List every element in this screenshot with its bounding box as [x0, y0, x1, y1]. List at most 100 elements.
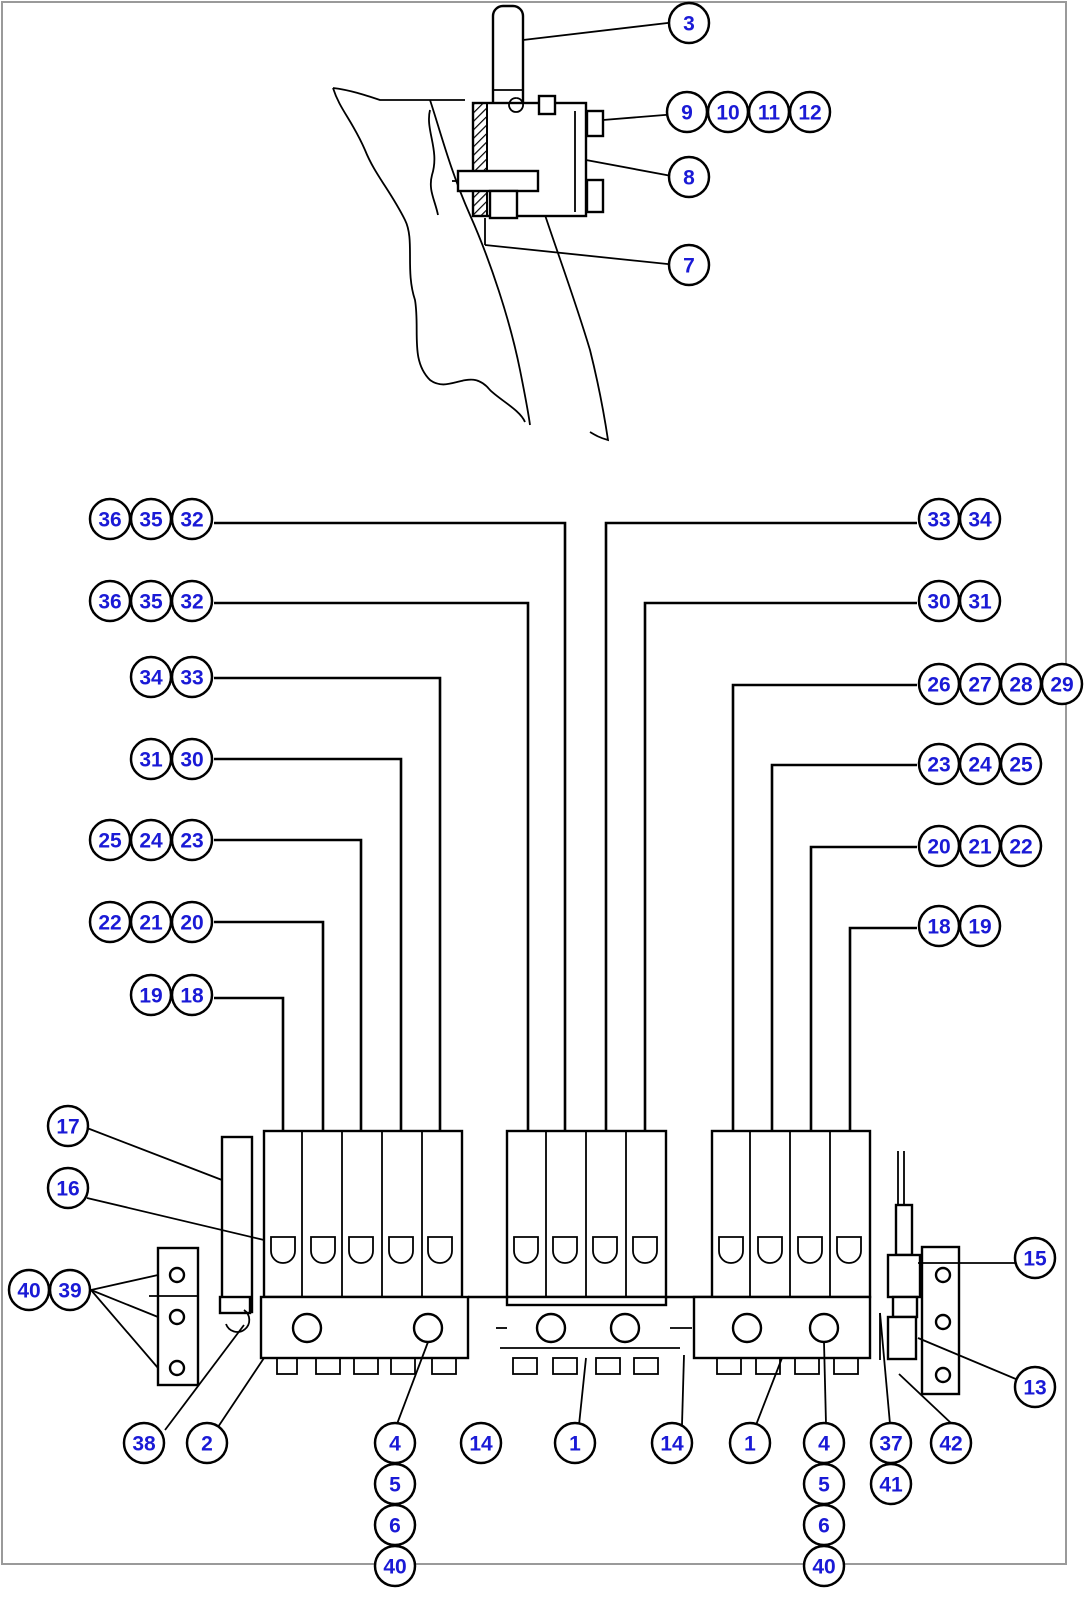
callout-bubble: 13 — [1013, 1365, 1057, 1409]
callout-circle — [869, 1462, 913, 1506]
divider-valve-assembly — [149, 521, 961, 1396]
callout-number: 1 — [744, 1433, 756, 1456]
callout-number: 42 — [939, 1433, 962, 1456]
callout-bubble: 20 — [170, 900, 214, 944]
callout-number: 25 — [1009, 754, 1033, 777]
callout-circle — [667, 243, 711, 287]
callout-number: 1 — [569, 1433, 581, 1456]
callout-number: 33 — [180, 667, 203, 690]
callout-circle — [929, 1421, 973, 1465]
callout-circle — [999, 824, 1043, 868]
callout-number: 41 — [879, 1474, 903, 1497]
callout-group: 36 35 32 — [88, 497, 214, 541]
callout-group: 3 — [667, 1, 711, 45]
callout-number: 26 — [927, 674, 950, 697]
callout-group: 33 34 — [917, 497, 1002, 541]
callout-number: 32 — [180, 509, 203, 532]
callout-circle — [958, 904, 1002, 948]
callout-number: 9 — [681, 102, 693, 125]
callout-bubble: 16 — [46, 1166, 90, 1210]
callout-bubble: 38 — [122, 1421, 166, 1465]
callout-bubble: 34 — [958, 497, 1002, 541]
callout-number: 5 — [389, 1474, 401, 1497]
callout-number: 21 — [968, 836, 992, 859]
callout-number: 14 — [469, 1433, 493, 1456]
callout-bubble: 1 — [553, 1421, 597, 1465]
callout-bubble: 23 — [917, 742, 961, 786]
callout-number: 3 — [683, 13, 695, 36]
callout-number: 27 — [968, 674, 991, 697]
callout-bubble: 28 — [999, 662, 1043, 706]
callout-number: 32 — [180, 591, 203, 614]
callout-number: 19 — [968, 916, 991, 939]
callout-bubble: 14 — [459, 1421, 503, 1465]
callout-number: 35 — [139, 591, 163, 614]
callout-circle — [170, 973, 214, 1017]
callout-number: 30 — [927, 591, 950, 614]
callout-number: 20 — [927, 836, 950, 859]
callout-number: 40 — [383, 1556, 406, 1579]
callout-number: 15 — [1023, 1248, 1047, 1271]
callout-bubble: 1 — [728, 1421, 772, 1465]
callout-group: 42 — [929, 1421, 973, 1465]
callout-bubble: 14 — [650, 1421, 694, 1465]
callout-bubble: 22 — [88, 900, 132, 944]
manifold-block — [505, 1295, 668, 1307]
callout-number: 12 — [798, 102, 821, 125]
callout-circle — [553, 1421, 597, 1465]
callout-number: 37 — [879, 1433, 902, 1456]
callout-bubble: 33 — [917, 497, 961, 541]
callout-number: 7 — [683, 255, 695, 278]
callout-number: 34 — [139, 667, 163, 690]
callout-bubble: 21 — [129, 900, 173, 944]
callout-circle — [170, 579, 214, 623]
callout-bubble: 37 — [869, 1421, 913, 1465]
callout-bubble: 20 — [917, 824, 961, 868]
callout-circle — [46, 1166, 90, 1210]
callout-circle — [185, 1421, 229, 1465]
divider-valve-section — [710, 1129, 872, 1299]
callout-bubble: 24 — [129, 818, 173, 862]
callout-number: 16 — [56, 1178, 79, 1201]
callout-bubble: 33 — [170, 655, 214, 699]
callout-bubble: 9 — [665, 90, 709, 134]
callout-number: 31 — [968, 591, 992, 614]
callout-number: 10 — [716, 102, 739, 125]
callout-circle — [999, 742, 1043, 786]
indicator-rod — [220, 1135, 254, 1314]
callout-number: 31 — [139, 749, 163, 772]
callout-number: 20 — [180, 912, 203, 935]
callout-number: 8 — [683, 167, 695, 190]
callout-circle — [1013, 1365, 1057, 1409]
callout-bubble: 36 — [88, 497, 132, 541]
callout-circle — [170, 900, 214, 944]
callout-circle — [650, 1421, 694, 1465]
callout-bubble: 42 — [929, 1421, 973, 1465]
callout-number: 24 — [968, 754, 992, 777]
callout-number: 35 — [139, 509, 163, 532]
diagram-frame — [1, 1, 1067, 1565]
callout-bubble: 12 — [788, 90, 832, 134]
callout-group: 38 — [122, 1421, 166, 1465]
callout-group: 8 — [667, 155, 711, 199]
callout-bubble: 18 — [170, 973, 214, 1017]
callout-circle — [459, 1421, 503, 1465]
callout-number: 18 — [927, 916, 951, 939]
callout-circle — [170, 655, 214, 699]
callout-number: 19 — [139, 985, 162, 1008]
callout-bubble: 24 — [958, 742, 1002, 786]
callout-circle — [46, 1104, 90, 1148]
callout-bubble: 32 — [170, 579, 214, 623]
callout-bubble: 27 — [958, 662, 1002, 706]
callout-bubble: 6 — [373, 1503, 417, 1547]
callout-circle — [373, 1544, 417, 1588]
callout-number: 34 — [968, 509, 992, 532]
callout-number: 25 — [98, 830, 122, 853]
callout-bubble: 5 — [802, 1462, 846, 1506]
callout-number: 17 — [56, 1116, 79, 1139]
